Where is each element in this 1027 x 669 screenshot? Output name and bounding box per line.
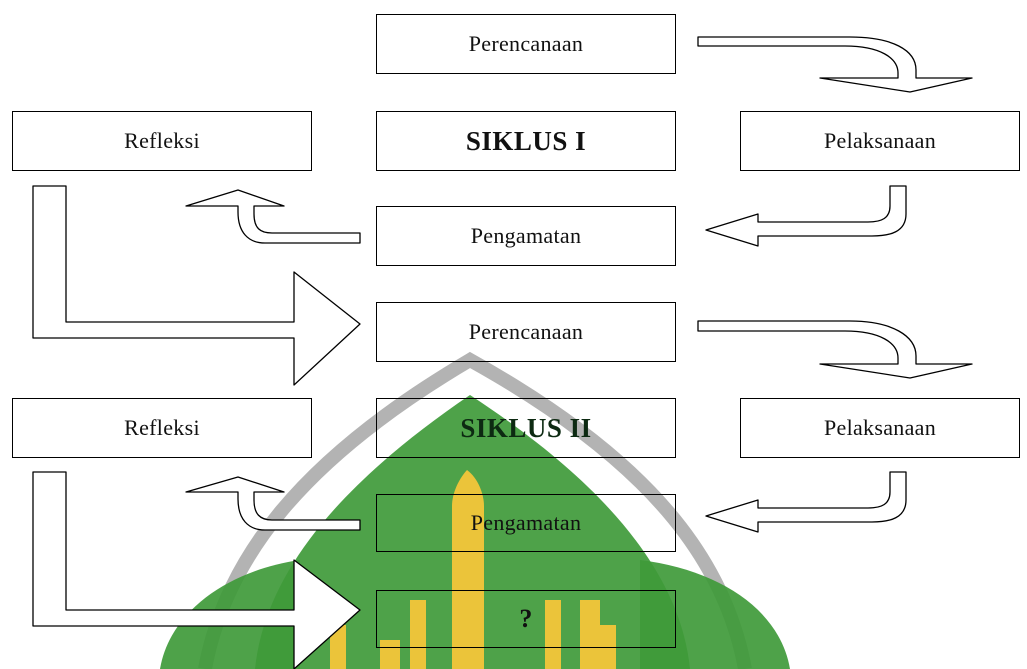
cycle1-reflection-label: Refleksi bbox=[124, 128, 200, 153]
cycle1-implementation-label: Pelaksanaan bbox=[823, 128, 937, 153]
arrow-implementation-to-observation-2 bbox=[705, 471, 907, 533]
next-step-box: ? bbox=[376, 590, 676, 648]
cycle2-planning-label: Perencanaan bbox=[468, 319, 584, 344]
cycle1-observation-label: Pengamatan bbox=[470, 223, 582, 248]
cycle1-planning-box: Perencanaan bbox=[376, 14, 676, 74]
cycle1-title-box: SIKLUS I bbox=[376, 111, 676, 171]
cycle2-observation-label: Pengamatan bbox=[470, 510, 582, 535]
arrow-planning-to-implementation-1 bbox=[697, 36, 973, 93]
cycle2-observation-box: Pengamatan bbox=[376, 494, 676, 552]
arrow-observation-to-reflection-1 bbox=[185, 189, 361, 244]
watermark-right-wing bbox=[640, 560, 790, 669]
cycle2-title-box: SIKLUS II bbox=[376, 398, 676, 458]
watermark-dome-outline bbox=[198, 351, 752, 669]
cycle2-implementation-box: Pelaksanaan bbox=[740, 398, 1020, 458]
cycle2-reflection-box: Refleksi bbox=[12, 398, 312, 458]
cycle2-title: SIKLUS II bbox=[460, 412, 592, 443]
arrow-reflection-to-next bbox=[32, 471, 361, 669]
watermark-letter-bar-1 bbox=[410, 600, 426, 669]
arrow-reflection-to-planning-2 bbox=[32, 185, 361, 386]
next-step-label: ? bbox=[519, 604, 533, 633]
cycle2-implementation-label: Pelaksanaan bbox=[823, 415, 937, 440]
cycle1-observation-box: Pengamatan bbox=[376, 206, 676, 266]
watermark-minaret bbox=[452, 470, 484, 669]
arrow-implementation-to-observation-1 bbox=[705, 185, 907, 247]
arrow-observation-to-reflection-2 bbox=[185, 476, 361, 531]
cycle1-title: SIKLUS I bbox=[465, 125, 587, 156]
arrow-planning-to-implementation-2 bbox=[697, 320, 973, 379]
cycle2-reflection-label: Refleksi bbox=[124, 415, 200, 440]
cycle2-planning-box: Perencanaan bbox=[376, 302, 676, 362]
watermark-letter-bar-2 bbox=[545, 600, 561, 669]
cycle1-reflection-box: Refleksi bbox=[12, 111, 312, 171]
cycle1-planning-label: Perencanaan bbox=[468, 31, 584, 56]
cycle1-implementation-box: Pelaksanaan bbox=[740, 111, 1020, 171]
watermark-letter-bar-3 bbox=[330, 625, 346, 669]
